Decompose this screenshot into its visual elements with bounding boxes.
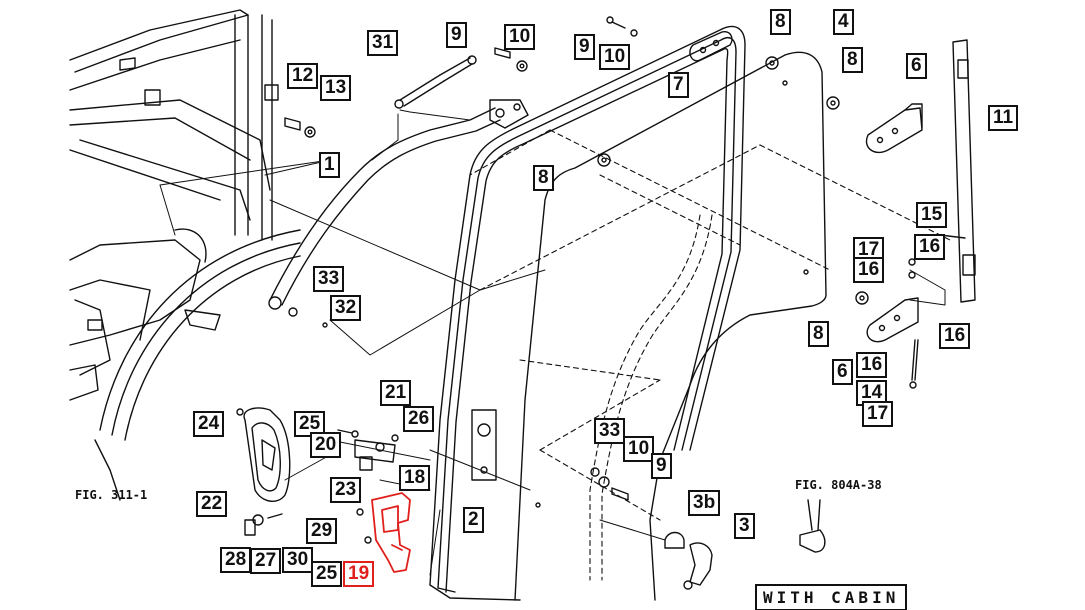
door-frame <box>429 25 746 601</box>
callout-2: 2 <box>463 507 484 533</box>
grab-handle <box>268 99 529 310</box>
callout-13: 13 <box>320 75 352 101</box>
callout-32: 32 <box>330 295 362 321</box>
callout-24: 24 <box>193 411 225 437</box>
callout-33: 33 <box>313 266 345 292</box>
mirror-bracket <box>244 429 399 544</box>
callout-12: 12 <box>287 63 319 89</box>
callout-20: 20 <box>310 432 342 458</box>
mirror <box>236 407 291 502</box>
callout-11: 11 <box>988 105 1019 131</box>
callout-15: 15 <box>916 202 948 228</box>
callout-1: 1 <box>319 152 340 178</box>
callout-16: 16 <box>914 234 946 260</box>
callout-16b: 16 <box>853 257 885 283</box>
glass-dashed-lines <box>469 129 951 581</box>
callout-3b: 3b <box>688 490 721 516</box>
callout-26: 26 <box>403 406 435 432</box>
callout-30: 30 <box>282 547 314 573</box>
hinge-plates <box>471 31 923 481</box>
callout-6b: 6 <box>832 359 853 385</box>
callout-31: 31 <box>367 30 399 56</box>
callout-21: 21 <box>380 380 412 406</box>
callout-27: 27 <box>250 548 282 574</box>
callout-16c: 16 <box>856 352 888 378</box>
callout-18: 18 <box>399 465 431 491</box>
figure-ref-right: FIG. 804A-38 <box>795 478 882 492</box>
door-glass <box>514 51 827 601</box>
callout-10: 10 <box>504 24 536 50</box>
callout-29: 29 <box>306 518 338 544</box>
with-cabin-badge: WITH CABIN <box>755 584 908 610</box>
fender-arch <box>69 228 301 501</box>
callout-8: 8 <box>770 9 791 35</box>
callout-10c: 10 <box>623 436 655 462</box>
callout-8b: 8 <box>842 47 863 73</box>
callout-6: 6 <box>906 53 927 79</box>
callout-22: 22 <box>196 491 228 517</box>
callout-16d: 16 <box>939 323 971 349</box>
callout-4: 4 <box>833 9 854 35</box>
door-latch <box>664 499 826 590</box>
callout-33b: 33 <box>594 418 626 444</box>
callout-9c: 9 <box>651 453 672 479</box>
figure-ref-left: FIG. 311-1 <box>75 488 148 502</box>
callout-17b: 17 <box>862 401 894 427</box>
callout-9b: 9 <box>574 34 595 60</box>
latch-bracket-highlighted <box>371 492 411 573</box>
callout-8d: 8 <box>808 321 829 347</box>
callout-3: 3 <box>734 513 755 539</box>
gas-strut <box>394 55 477 109</box>
callout-7: 7 <box>668 72 689 98</box>
callout-9: 9 <box>446 22 467 48</box>
cab-frame <box>69 9 279 241</box>
fasteners <box>284 16 869 508</box>
callout-23: 23 <box>330 477 362 503</box>
callout-19-highlighted: 19 <box>343 561 375 587</box>
hinge-rod <box>908 39 976 389</box>
callout-10b: 10 <box>599 44 631 70</box>
callout-8c: 8 <box>533 165 554 191</box>
callout-28: 28 <box>220 547 252 573</box>
callout-25b: 25 <box>311 561 343 587</box>
